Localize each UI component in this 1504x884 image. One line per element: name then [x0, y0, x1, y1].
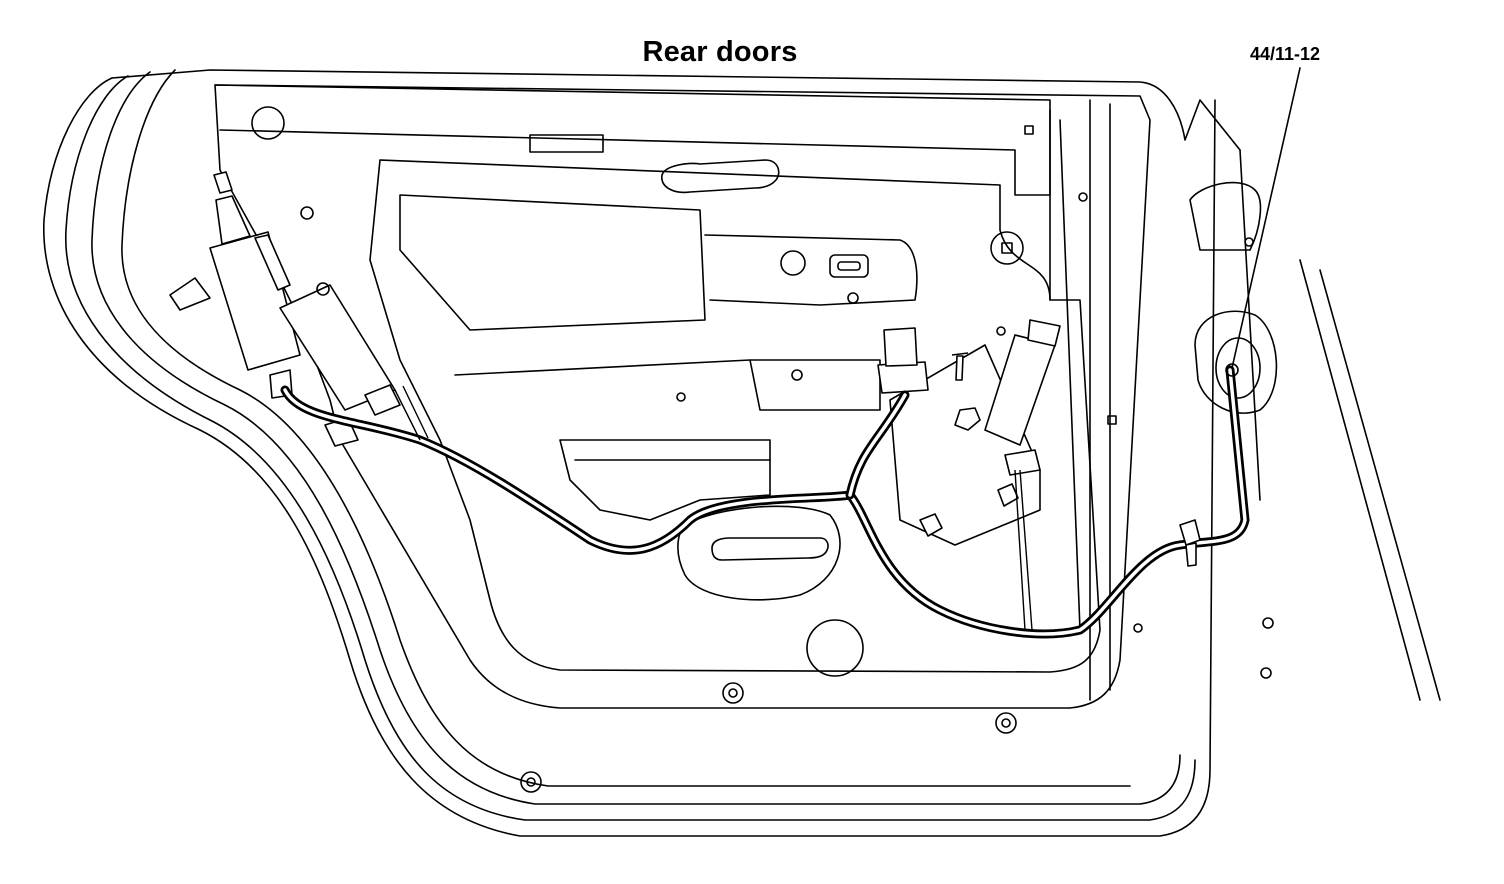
mounting-holes: [251, 106, 1274, 793]
door-inner-frame: [214, 84, 1151, 709]
door-outer-contours: [43, 69, 1241, 837]
door-lock-actuator: [169, 171, 401, 447]
window-regulator-motor: [877, 319, 1061, 546]
pillar-grommet: [1189, 149, 1441, 701]
diagram-title: Rear doors: [642, 36, 798, 68]
callout-leader-line: [1231, 67, 1301, 369]
callout-label-44-11-12: 44/11-12: [1250, 44, 1321, 64]
wiring-harness: [280, 363, 1250, 639]
